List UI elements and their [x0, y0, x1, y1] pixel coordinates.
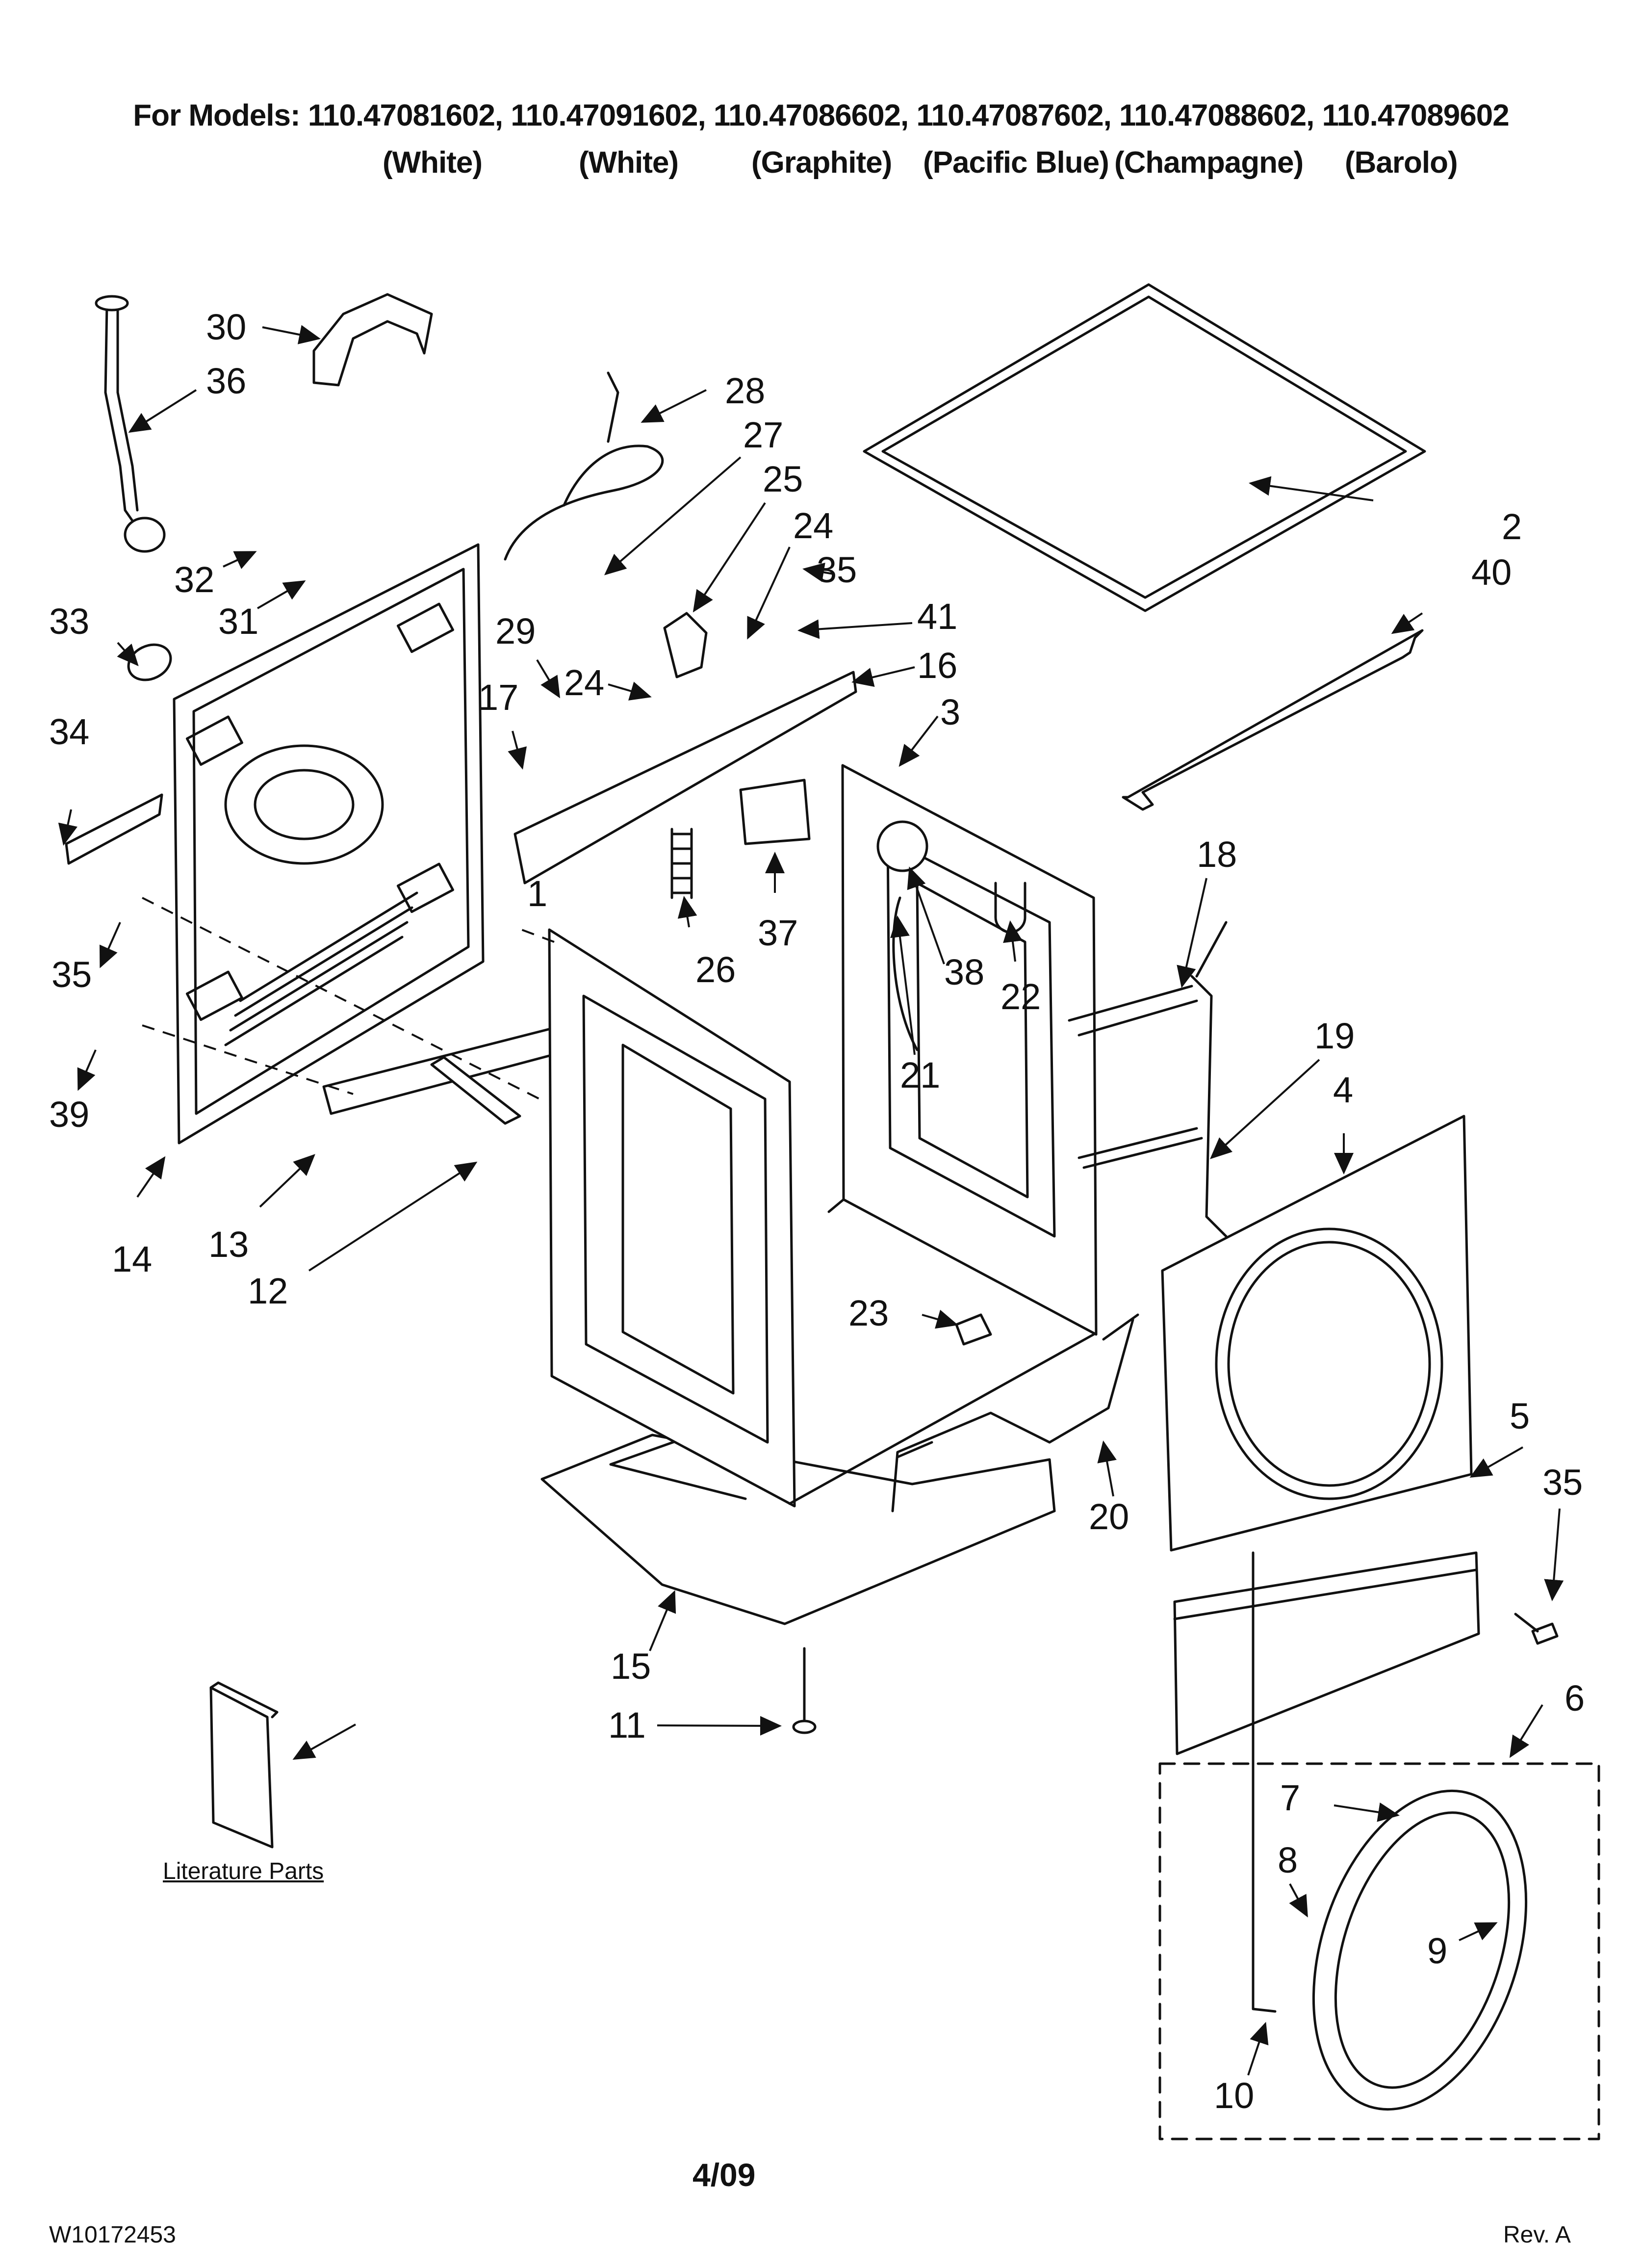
model-color-1: (White)	[383, 146, 483, 180]
models-line: For Models: 110.47081602, 110.47091602, …	[133, 99, 1509, 132]
document-number: W10172453	[49, 2222, 176, 2248]
callout-2: 2	[1502, 506, 1522, 547]
callout-35-left: 35	[51, 954, 92, 995]
literature-part	[209, 1686, 274, 1849]
callout-28: 28	[725, 370, 766, 411]
callout-6: 6	[1565, 1678, 1585, 1719]
power-cord-part	[504, 371, 664, 561]
brace-part	[1122, 629, 1424, 811]
model-colors-row: (White) (White) (Graphite) (Pacific Blue…	[0, 145, 1642, 184]
rear-panel-part	[173, 543, 485, 1145]
callout-37: 37	[758, 912, 798, 953]
callout-40: 40	[1471, 552, 1512, 593]
screw-part	[1514, 1613, 1559, 1645]
callout-24-upper: 24	[793, 505, 834, 546]
callout-35-top: 35	[817, 549, 857, 590]
door-seal-hose-part	[892, 896, 919, 1051]
door-trim-ring-part	[1312, 1789, 1528, 2111]
clamp-part	[65, 793, 163, 865]
lower-harness-part	[891, 1313, 1139, 1512]
callout-11: 11	[608, 1705, 646, 1746]
callout-22: 22	[1001, 976, 1041, 1017]
callout-16: 16	[917, 645, 958, 686]
callout-20: 20	[1089, 1496, 1129, 1537]
front-panel-part	[1161, 1115, 1473, 1552]
callout-34: 34	[49, 711, 90, 752]
callout-5: 5	[1510, 1396, 1530, 1436]
callout-9: 9	[1427, 1930, 1448, 1971]
callout-38: 38	[944, 952, 985, 992]
model-color-4: (Pacific Blue)	[923, 146, 1109, 180]
callout-17: 17	[478, 677, 519, 718]
callout-21: 21	[900, 1055, 941, 1095]
literature-parts-caption: Literature Parts	[163, 1858, 324, 1884]
callout-12: 12	[248, 1271, 288, 1311]
drain-hose-part	[104, 303, 144, 536]
door-trim-box	[1158, 1762, 1600, 2140]
top-panel-part	[863, 283, 1426, 612]
callout-29: 29	[495, 611, 536, 652]
model-color-5: (Champagne)	[1114, 146, 1304, 180]
toe-panel-part	[1173, 1551, 1480, 1755]
callout-31: 31	[218, 601, 259, 642]
callout-7: 7	[1280, 1777, 1301, 1818]
left-side-panel-part	[548, 928, 796, 1508]
callout-24-lower: 24	[564, 662, 605, 703]
callout-19: 19	[1314, 1016, 1355, 1056]
callout-4: 4	[1333, 1069, 1354, 1110]
callout-18: 18	[1197, 834, 1237, 875]
callout-27: 27	[743, 415, 784, 455]
heater-bar-part	[430, 1056, 521, 1125]
base-part	[540, 1434, 1056, 1625]
callout-35-right: 35	[1542, 1462, 1583, 1503]
leveling-leg-part	[792, 1647, 817, 1734]
callout-39: 39	[49, 1094, 90, 1135]
callout-32: 32	[174, 559, 215, 600]
callout-41: 41	[917, 596, 958, 637]
callout-3: 3	[940, 692, 961, 732]
pump-hose-part	[670, 828, 693, 899]
model-color-2: (White)	[579, 146, 679, 180]
callout-8: 8	[1278, 1840, 1298, 1880]
control-bracket-part	[513, 671, 857, 885]
callout-14: 14	[112, 1239, 153, 1279]
wire-harness-part	[1068, 921, 1228, 1238]
date-label: 4/09	[693, 2157, 756, 2193]
tub-bumper-part	[955, 1313, 992, 1346]
filter-part	[739, 779, 811, 845]
callout-15: 15	[611, 1646, 651, 1687]
callout-26: 26	[695, 949, 736, 990]
callout-30: 30	[206, 307, 247, 347]
drain-hose-elbow-part	[663, 612, 708, 678]
callout-25: 25	[763, 459, 803, 499]
model-color-6: (Barolo)	[1345, 146, 1458, 180]
model-color-3: (Graphite)	[751, 146, 892, 180]
callout-33: 33	[49, 601, 90, 642]
callout-10: 10	[1214, 2075, 1255, 2116]
hose-hook-part	[312, 293, 433, 387]
callout-13: 13	[208, 1224, 249, 1265]
revision-label: Rev. A	[1503, 2222, 1571, 2248]
callout-23: 23	[848, 1293, 889, 1333]
pressure-switch-part	[876, 820, 928, 872]
callout-36: 36	[206, 361, 247, 401]
callout-1: 1	[527, 873, 548, 914]
